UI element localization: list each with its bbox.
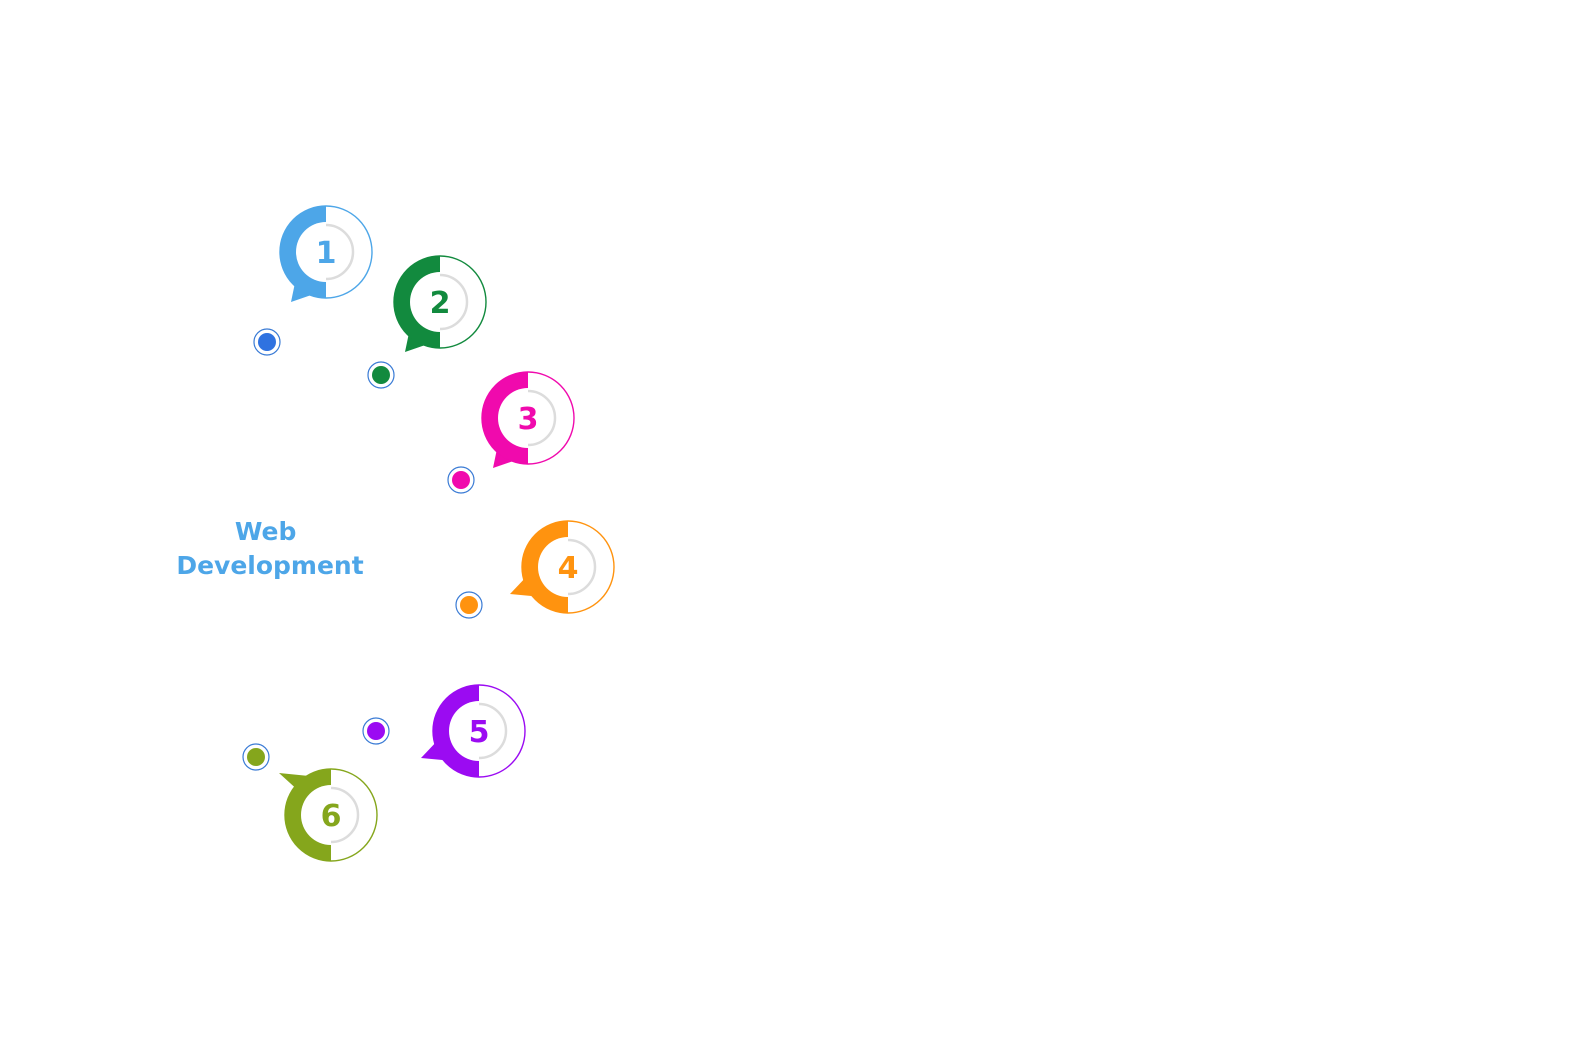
step-dot xyxy=(452,471,470,489)
step-5: 5 xyxy=(362,684,526,778)
step-1: 1 xyxy=(253,205,373,356)
step-dot xyxy=(247,748,265,766)
step-inner-disc xyxy=(301,785,361,845)
step-dot xyxy=(460,596,478,614)
step-number: 5 xyxy=(469,715,490,750)
step-dot xyxy=(258,333,276,351)
diagram-title-line-1: Web xyxy=(235,517,297,546)
step-4: 4 xyxy=(455,520,615,619)
step-inner-disc xyxy=(538,537,598,597)
step-number: 1 xyxy=(316,236,337,271)
step-inner-arc xyxy=(330,786,360,844)
step-inner-disc xyxy=(449,701,509,761)
step-6: 6 xyxy=(242,743,378,862)
step-number: 2 xyxy=(430,286,451,321)
step-inner-arc xyxy=(439,273,469,331)
step-number: 4 xyxy=(558,551,579,586)
step-number: 3 xyxy=(518,402,539,437)
step-inner-arc xyxy=(567,538,597,596)
step-2: 2 xyxy=(367,255,487,389)
step-list: 1 2 3 4 5 6 xyxy=(242,205,615,862)
step-inner-arc xyxy=(527,389,557,447)
step-inner-arc xyxy=(478,702,508,760)
step-inner-disc xyxy=(498,388,558,448)
step-inner-arc xyxy=(325,223,355,281)
step-number: 6 xyxy=(321,799,342,834)
step-dot xyxy=(367,722,385,740)
step-inner-disc xyxy=(296,222,356,282)
step-dot xyxy=(372,366,390,384)
diagram-title-line-2: Development xyxy=(176,551,363,580)
step-inner-disc xyxy=(410,272,470,332)
step-3: 3 xyxy=(447,371,575,494)
diagram-title: Web Development xyxy=(176,517,363,580)
